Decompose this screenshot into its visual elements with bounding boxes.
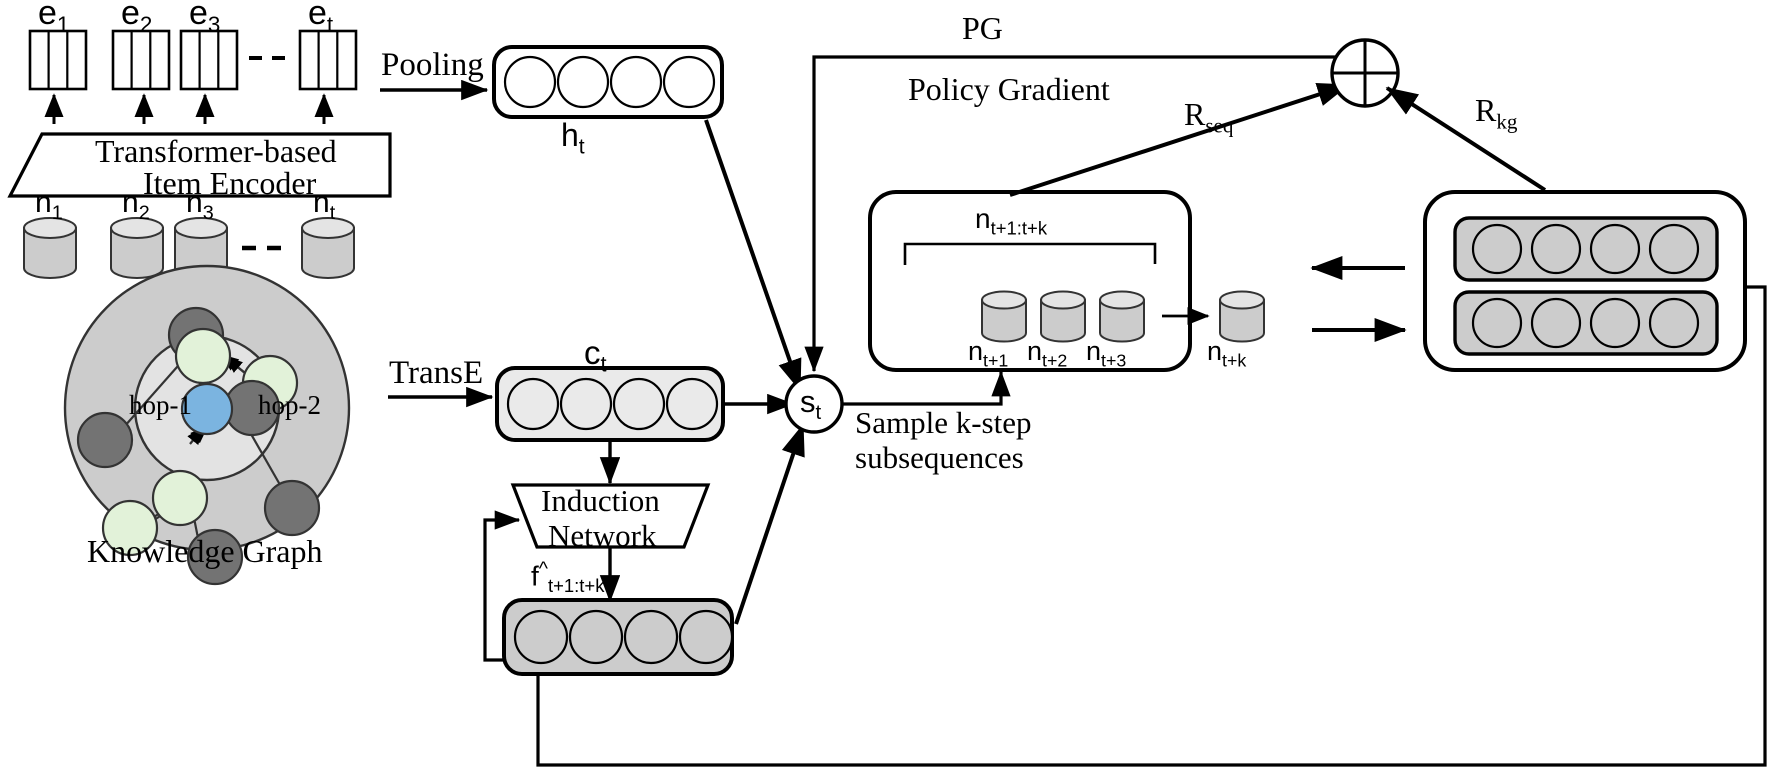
hop2-label: hop-2 — [258, 390, 321, 420]
label-r-seq: Rseq — [1184, 96, 1234, 138]
subseq-cylinder-2 — [1040, 290, 1086, 343]
hidden-state-vector-box — [492, 45, 724, 119]
encoder-output-arrows — [44, 93, 334, 124]
label-n-t1: nt+1 — [968, 336, 1009, 371]
rkg-arrow — [1385, 86, 1547, 192]
subsequence-bracket — [903, 242, 1157, 265]
kg-node-green-inner-top — [174, 327, 232, 385]
state-to-sample-path — [843, 370, 1011, 406]
kg-node-green-inner-bottom — [151, 469, 209, 527]
item-cylinder-n1 — [23, 217, 77, 279]
hop1-label: hop-1 — [129, 390, 192, 420]
label-e2: e2 — [121, 0, 153, 37]
pg-short-label: PG — [962, 10, 1003, 46]
label-n-t2: nt+2 — [1027, 336, 1068, 371]
predicted-feature-vector-box — [502, 598, 734, 676]
sample-caption-line2: subsequences — [855, 440, 1024, 475]
policy-gradient-label: Policy Gradient — [908, 71, 1110, 107]
ht-to-state-arrow — [704, 119, 802, 392]
label-e3: e3 — [189, 0, 221, 37]
transe-label: TransE — [389, 355, 484, 391]
induction-network-label-line2: Network — [548, 518, 657, 553]
embedding-box-e2 — [111, 29, 171, 91]
fhat-to-state-arrow — [734, 423, 805, 625]
embedding-box-e3 — [179, 29, 239, 91]
label-nt: nt — [313, 186, 336, 224]
label-n-t3: nt+3 — [1086, 336, 1127, 371]
state-node — [784, 374, 844, 434]
label-n1: n1 — [35, 186, 63, 224]
kg-node-green-bottom-left — [101, 499, 159, 557]
reward-combiner-node — [1330, 38, 1400, 108]
label-ht: ht — [561, 117, 585, 159]
kg-node-dark-left — [76, 411, 134, 469]
embedding-box-e1 — [28, 29, 88, 91]
item-cylinder-nt — [301, 217, 355, 279]
label-n2: n2 — [122, 186, 150, 224]
induction-network — [510, 483, 711, 549]
global-feedback-path — [536, 285, 1767, 767]
kg-node-dark-bottom-right — [263, 479, 321, 537]
policy-gradient-arrow — [804, 55, 1365, 373]
pooling-label: Pooling — [381, 47, 484, 83]
label-n-tk: nt+k — [1207, 336, 1247, 371]
knowledge-graph — [63, 264, 351, 586]
transformer-encoder-label-line2: Item Encoder — [143, 165, 317, 201]
label-state: st — [800, 384, 822, 425]
subseq-cylinder-3 — [1099, 290, 1145, 343]
subseq-cylinder-k — [1219, 290, 1265, 343]
label-fhat: f^t+1:t+k — [531, 558, 605, 596]
knowledge-graph-caption: Knowledge Graph — [87, 533, 323, 569]
transformer-encoder-label-line1: Transformer-based — [95, 133, 337, 169]
subseq-cylinder-1 — [981, 290, 1027, 343]
label-r-kg: Rkg — [1475, 92, 1518, 134]
item-cylinder-n2 — [110, 217, 164, 279]
kg-node-center — [180, 382, 234, 436]
induction-feedback-loop — [483, 510, 521, 662]
rseq-arrow — [1009, 82, 1350, 197]
label-e1: e1 — [38, 0, 70, 37]
embedding-box-et — [298, 29, 358, 91]
label-ct: ct — [584, 334, 607, 377]
kg-embedding-box — [1423, 190, 1747, 372]
induction-network-label-line1: Induction — [541, 483, 660, 518]
sample-caption-line1: Sample k-step — [855, 405, 1032, 440]
label-n3: n3 — [186, 186, 214, 224]
transformer-item-encoder — [7, 132, 392, 198]
label-subsequence-range: nt+1:t+k — [975, 203, 1048, 239]
label-et: et — [308, 0, 334, 37]
kg-context-vector-box — [495, 366, 725, 442]
kg-node-dark-bottom — [186, 528, 244, 586]
